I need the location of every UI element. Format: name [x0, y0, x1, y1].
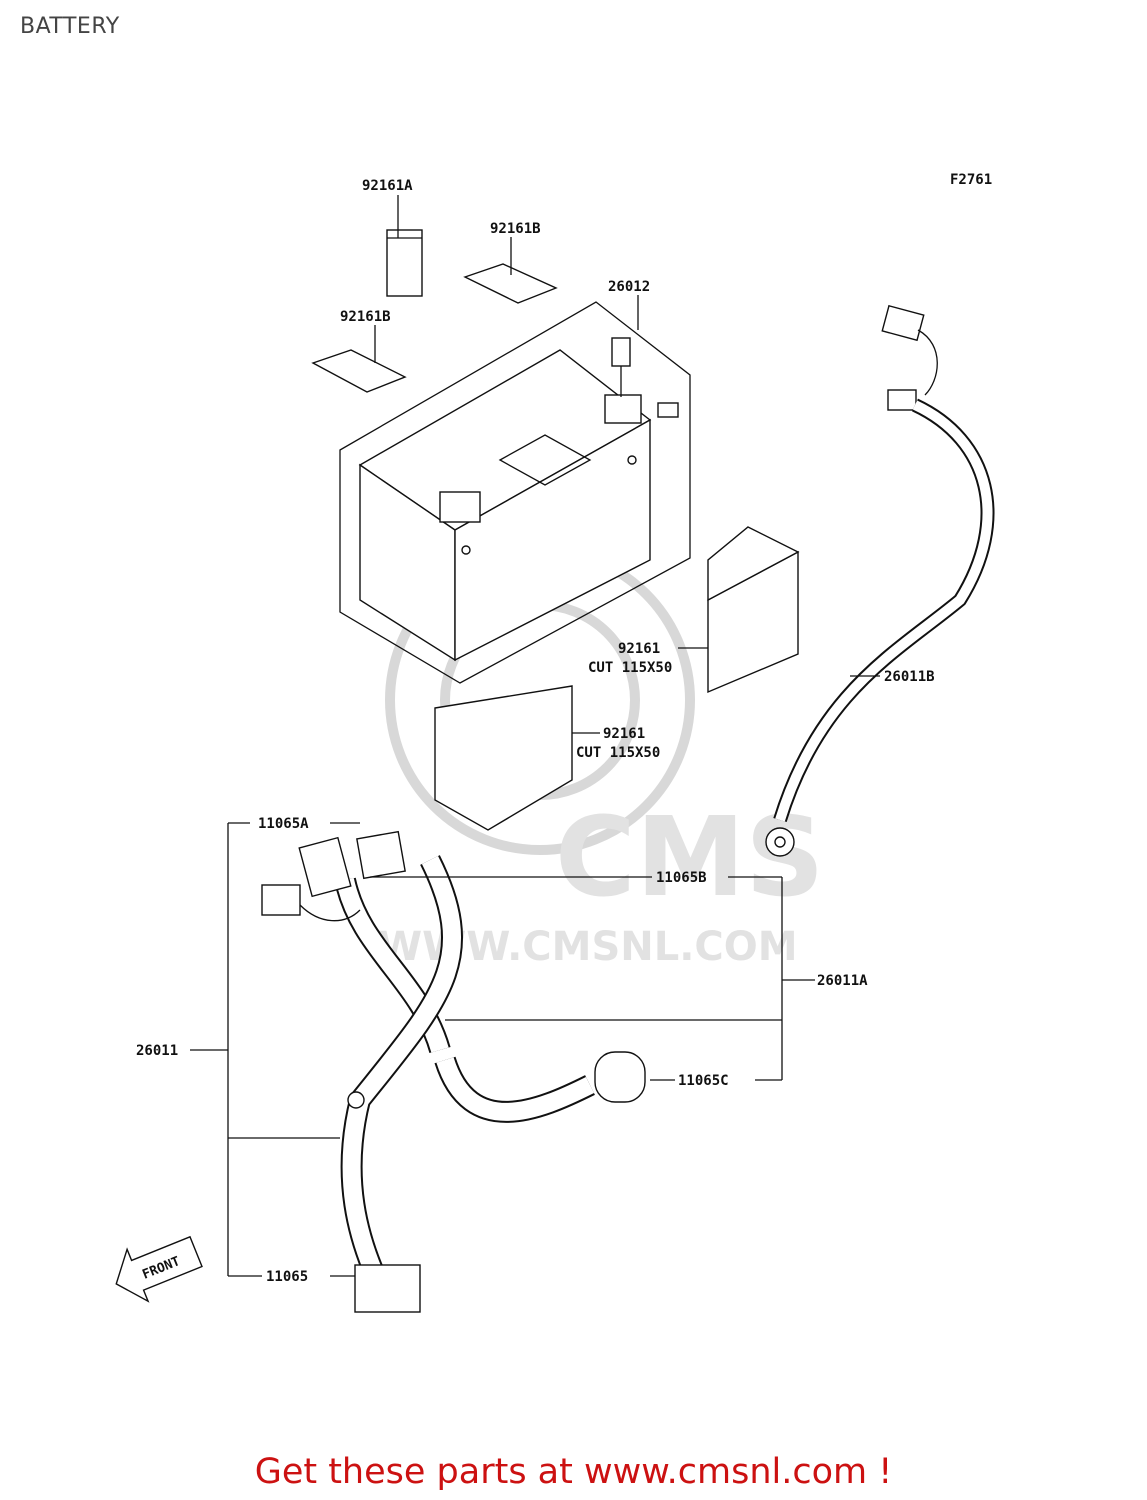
harness-leader-lines: [190, 822, 815, 1277]
label-92161B-left: 92161B: [340, 309, 391, 325]
label-92161A: 92161A: [362, 178, 413, 194]
battery-parts-diagram: CMS WWW.CMSNL.COM F2761 92161A 92161B 92…: [115, 172, 995, 1313]
label-92161-mid: 92161: [603, 726, 645, 742]
pad-92161-right: [707, 526, 800, 694]
label-11065C: 11065C: [678, 1073, 729, 1089]
pad-92161B-left: [311, 349, 407, 393]
label-11065B: 11065B: [656, 870, 707, 886]
label-92161B-top: 92161B: [490, 221, 541, 237]
pad-92161B-top: [463, 263, 558, 304]
pad-92161-mid: [434, 685, 573, 831]
battery-26012: [339, 301, 691, 684]
cable-harness-26011: [261, 830, 646, 1313]
pad-92161A: [386, 229, 423, 297]
front-arrow-icon: FRONT: [115, 1235, 203, 1303]
figure-code: F2761: [950, 172, 992, 188]
footer-link[interactable]: Get these parts at www.cmsnl.com !: [254, 1452, 893, 1492]
label-26011B: 26011B: [884, 669, 935, 685]
label-11065: 11065: [266, 1269, 308, 1285]
label-92161-mid-cut: CUT 115X50: [576, 745, 660, 761]
label-26012: 26012: [608, 279, 650, 295]
label-92161-right: 92161: [618, 641, 660, 657]
page-title: BATTERY: [20, 14, 120, 39]
label-26011A: 26011A: [817, 973, 868, 989]
label-92161-right-cut: CUT 115X50: [588, 660, 672, 676]
label-26011: 26011: [136, 1043, 178, 1059]
label-11065A: 11065A: [258, 816, 309, 832]
cable-26011B: [765, 304, 995, 857]
